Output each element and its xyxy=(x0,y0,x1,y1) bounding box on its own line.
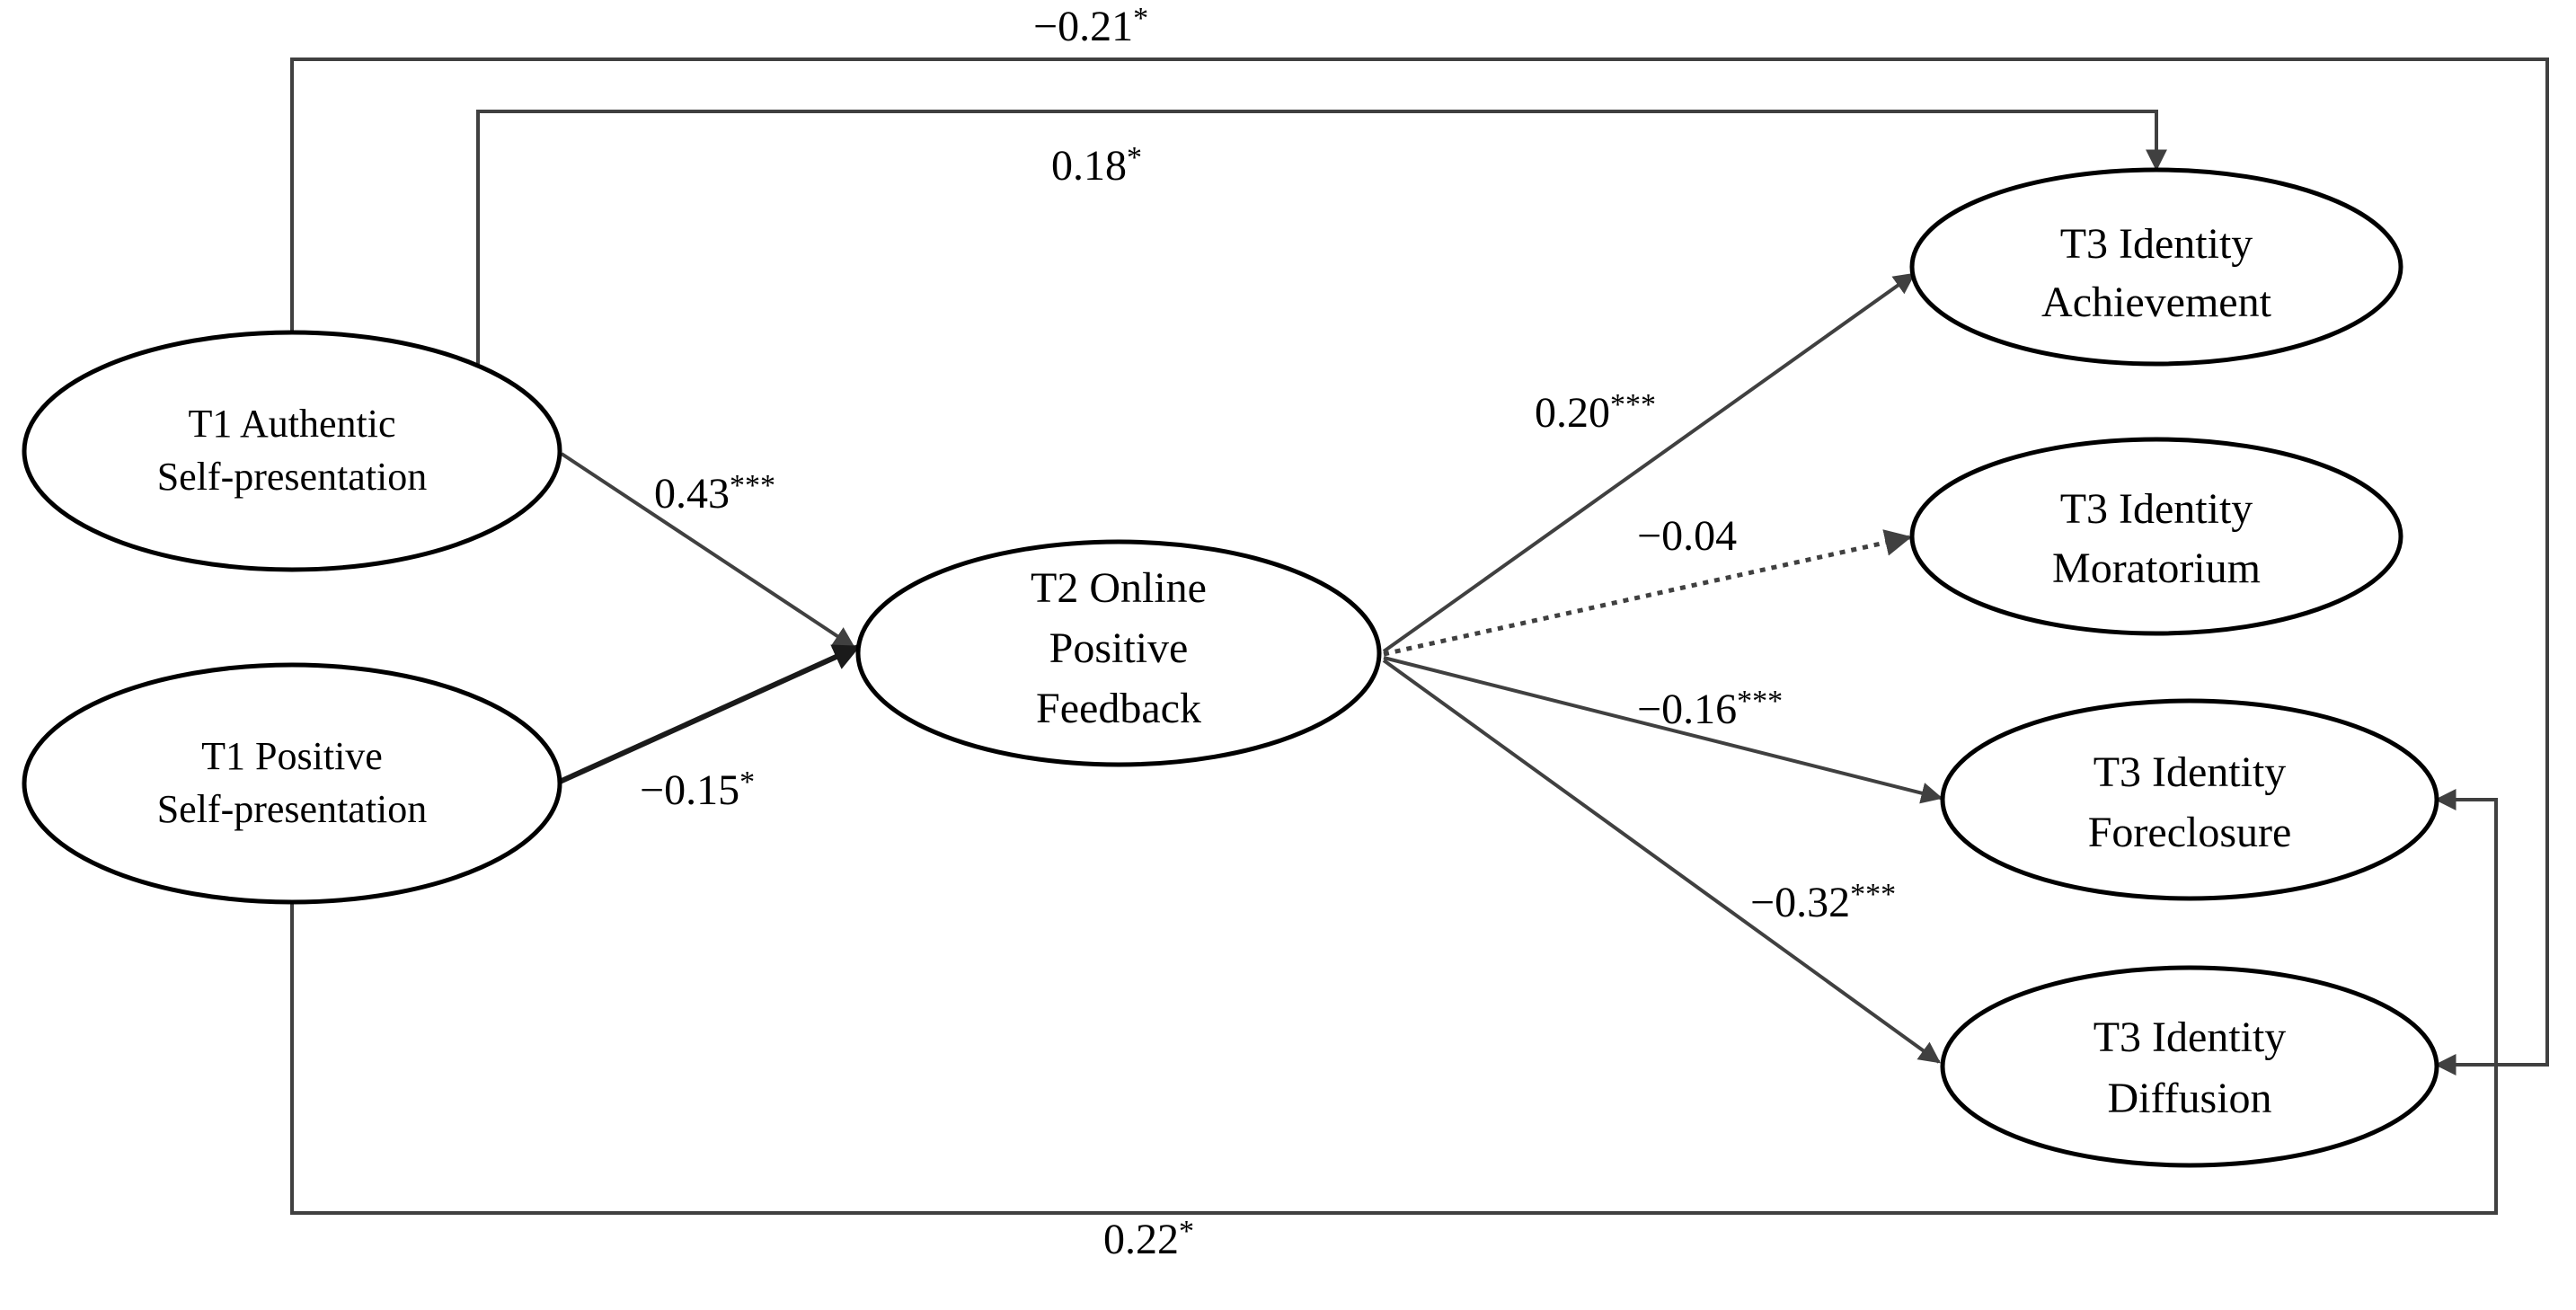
coef-feedback-to-achievement: 0.20*** xyxy=(1535,388,1656,437)
node-t2-feedback-line3: Feedback xyxy=(1036,685,1201,732)
node-t3-achievement-line1: T3 Identity xyxy=(2060,220,2253,268)
path-feedback-to-achievement xyxy=(1382,272,1916,653)
coef-authentic-to-achievement: 0.18* xyxy=(1051,141,1142,190)
node-t1-authentic: T1 Authentic Self-presentation xyxy=(22,330,562,572)
node-t3-moratorium: T3 Identity Moratorium xyxy=(1909,437,2403,636)
coef-feedback-to-foreclosure: −0.16*** xyxy=(1637,685,1783,733)
node-t2-feedback: T2 Online Positive Feedback xyxy=(855,539,1382,767)
node-t3-foreclosure-line1: T3 Identity xyxy=(2094,748,2287,796)
node-t2-feedback-line1: T2 Online xyxy=(1031,564,1207,612)
node-t2-feedback-line2: Positive xyxy=(1049,624,1189,672)
path-feedback-to-foreclosure xyxy=(1383,656,1943,804)
node-t3-moratorium-line1: T3 Identity xyxy=(2060,485,2253,533)
path-positive-to-feedback xyxy=(558,644,861,784)
node-t3-foreclosure: T3 Identity Foreclosure xyxy=(1940,698,2439,901)
node-t3-diffusion: T3 Identity Diffusion xyxy=(1940,965,2439,1168)
path-feedback-to-moratorium xyxy=(1383,529,1912,657)
node-t3-achievement: T3 Identity Achievement xyxy=(1909,167,2403,367)
coef-feedback-to-moratorium: −0.04 xyxy=(1637,512,1737,560)
node-t1-authentic-line1: T1 Authentic xyxy=(189,402,396,446)
coef-feedback-to-diffusion: −0.32*** xyxy=(1750,878,1896,926)
node-t1-positive-line2: Self-presentation xyxy=(157,787,428,831)
coef-authentic-to-diffusion: −0.21* xyxy=(1033,2,1148,50)
coef-positive-to-feedback: −0.15* xyxy=(640,766,755,814)
node-t1-positive-line1: T1 Positive xyxy=(201,734,383,778)
path-authentic-to-achievement xyxy=(476,110,2167,364)
node-t3-achievement-line2: Achievement xyxy=(2041,279,2272,326)
path-feedback-to-diffusion xyxy=(1382,659,1941,1064)
coef-authentic-to-feedback: 0.43*** xyxy=(654,469,775,518)
node-t3-diffusion-line2: Diffusion xyxy=(2107,1075,2271,1122)
path-authentic-to-feedback xyxy=(560,452,856,649)
coef-positive-to-foreclosure: 0.22* xyxy=(1103,1215,1194,1263)
node-t3-moratorium-line2: Moratorium xyxy=(2052,544,2261,592)
node-t3-diffusion-line1: T3 Identity xyxy=(2094,1013,2287,1061)
path-positive-to-foreclosure xyxy=(290,789,2498,1215)
node-t1-authentic-line2: Self-presentation xyxy=(157,455,428,499)
node-t1-positive: T1 Positive Self-presentation xyxy=(22,662,562,905)
path-authentic-to-diffusion xyxy=(290,58,2549,1075)
node-t3-foreclosure-line2: Foreclosure xyxy=(2088,809,2292,856)
